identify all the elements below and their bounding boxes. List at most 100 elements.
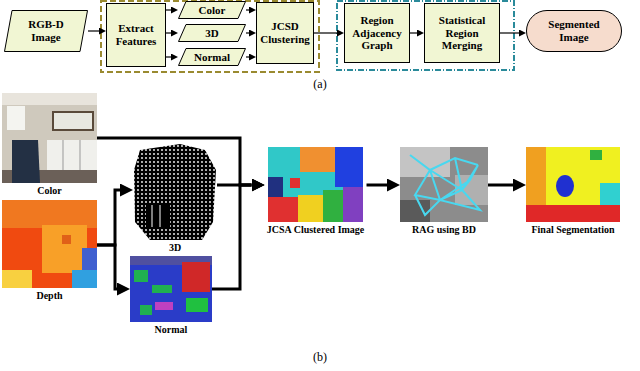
flow-arrow — [500, 32, 519, 33]
data-parallelogram: Normal — [178, 48, 246, 66]
normal-map — [140, 305, 152, 315]
clustered-image — [290, 178, 300, 188]
point-cloud — [134, 144, 216, 240]
data-flow-arrow — [367, 184, 388, 187]
image-area — [526, 147, 620, 222]
image-panel: Depth — [2, 200, 97, 302]
label-group: Normal — [178, 51, 246, 64]
label-group: Segmented Image — [527, 18, 621, 43]
flow-arrow — [246, 32, 249, 33]
image-area — [2, 93, 97, 183]
image-panel: RAG using BD — [400, 147, 488, 236]
final-segmentation-image — [600, 183, 620, 205]
parallelogram-outline — [179, 2, 246, 19]
clustered-image — [268, 147, 363, 222]
image-panel: Color — [2, 93, 97, 197]
clustered-image — [300, 147, 335, 172]
image-caption: Color — [37, 185, 61, 197]
node-label: Color — [190, 4, 234, 17]
color-photo — [7, 106, 25, 130]
node-label: Statistical Region Merging — [428, 14, 496, 52]
group-bracket — [101, 1, 319, 72]
final-segmentation-image — [590, 150, 602, 160]
final-segmentation-image — [526, 205, 620, 222]
normal-map — [134, 270, 148, 282]
final-segmentation-image — [526, 147, 620, 222]
color-photo — [12, 140, 40, 183]
color-photo — [80, 140, 81, 172]
color-photo — [2, 93, 97, 105]
data-parallelogram: Color — [178, 1, 246, 19]
terminal-box: Segmented Image — [526, 10, 622, 52]
image-caption: Depth — [36, 290, 62, 302]
adjacency-graph-image — [410, 155, 480, 215]
image-area — [400, 147, 488, 222]
clustered-image — [323, 190, 343, 222]
image-panel: 3D — [133, 143, 217, 254]
color-photo — [63, 140, 64, 172]
flow-arrow — [166, 56, 171, 57]
image-area — [265, 147, 367, 222]
image-panel: JCSA Clustered Image — [265, 147, 367, 236]
image-area — [133, 143, 217, 240]
normal-map — [186, 298, 208, 312]
image-panel: Final Segmentation — [526, 147, 620, 236]
depth-map — [2, 200, 97, 228]
normal-map — [182, 262, 210, 292]
adjacency-graph-image — [400, 200, 430, 222]
data-flow-arrow — [97, 190, 120, 245]
image-caption: 3D — [169, 242, 181, 254]
color-photo — [47, 140, 97, 172]
parallelogram-outline — [179, 25, 246, 42]
flow-arrow — [314, 32, 337, 33]
normal-map — [155, 302, 173, 310]
data-flow-arrow — [97, 138, 252, 185]
parallelogram-outline — [179, 49, 246, 66]
process-box: Region Adjacency Graph — [344, 3, 410, 63]
data-parallelogram: 3D — [178, 24, 246, 42]
parallelogram-outline — [5, 11, 88, 52]
subfigure-label: (b) — [313, 350, 327, 365]
clustered-image — [335, 147, 363, 187]
node-label: Segmented Image — [537, 18, 611, 43]
node-label: Region Adjacency Graph — [348, 14, 406, 52]
depth-map — [2, 200, 97, 288]
adjacency-graph-image — [400, 147, 488, 222]
label-group: RGB-D Image — [4, 18, 88, 43]
label-group: Statistical Region Merging — [425, 14, 499, 52]
flow-arrow — [166, 32, 171, 33]
depth-map — [62, 235, 71, 244]
point-cloud — [146, 205, 170, 227]
image-area — [2, 200, 97, 288]
process-box: JCSD Clustering — [256, 2, 314, 64]
node-label: Normal — [190, 51, 234, 64]
group-bracket — [337, 1, 514, 70]
image-caption: RAG using BD — [412, 224, 476, 236]
process-box: Extract Features — [106, 3, 166, 67]
data-parallelogram: RGB-D Image — [4, 10, 88, 52]
process-box: Statistical Region Merging — [424, 3, 500, 63]
depth-map — [2, 200, 97, 288]
color-photo — [54, 113, 92, 129]
node-label: Extract Features — [110, 22, 162, 47]
color-photo — [2, 93, 97, 183]
image-area — [130, 256, 212, 322]
final-segmentation-image — [526, 147, 620, 222]
clustered-image — [298, 195, 323, 222]
final-segmentation-image — [556, 175, 574, 197]
data-flow-arrow — [212, 185, 252, 289]
flow-arrow — [166, 9, 171, 10]
image-caption: JCSA Clustered Image — [267, 224, 365, 236]
data-flow-arrow — [97, 245, 117, 289]
normal-map — [130, 256, 212, 322]
depth-map — [2, 270, 32, 288]
flow-arrow — [88, 30, 99, 31]
image-caption: Normal — [155, 324, 188, 336]
adjacency-graph-image — [400, 147, 450, 177]
label-group: Color — [178, 4, 246, 17]
label-group: 3D — [178, 27, 246, 40]
flow-arrow — [246, 9, 249, 10]
